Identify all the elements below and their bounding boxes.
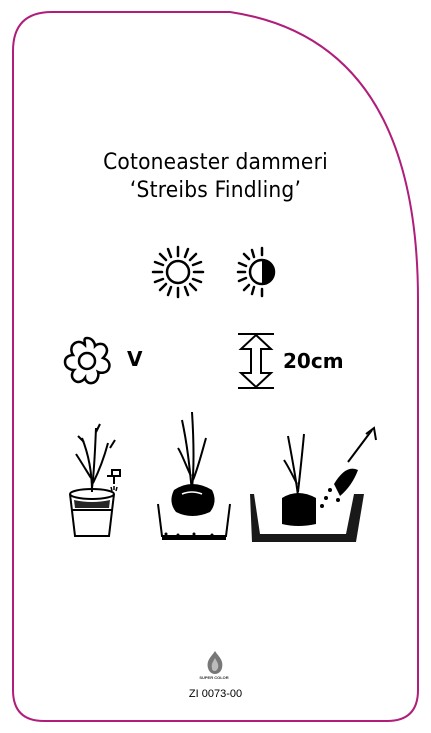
soaking-rootball-icon [157, 411, 231, 540]
brand-text: SUPER COLOR [199, 675, 229, 680]
plant-name-line2: ‘Streibs Findling’ [129, 178, 302, 203]
planting-icon [250, 426, 377, 542]
flowering-month: V [127, 347, 143, 371]
height-arrow-icon [238, 333, 274, 389]
half-shade-icon [236, 246, 276, 298]
plant-height: 20cm [283, 349, 344, 373]
watering-bucket-icon [69, 423, 121, 537]
super-color-logo [207, 651, 223, 674]
plant-name-line1: Cotoneaster dammeri [103, 150, 328, 175]
flower-icon [63, 336, 111, 385]
product-code: ZI 0073-00 [188, 688, 243, 700]
full-sun-icon [151, 245, 205, 299]
